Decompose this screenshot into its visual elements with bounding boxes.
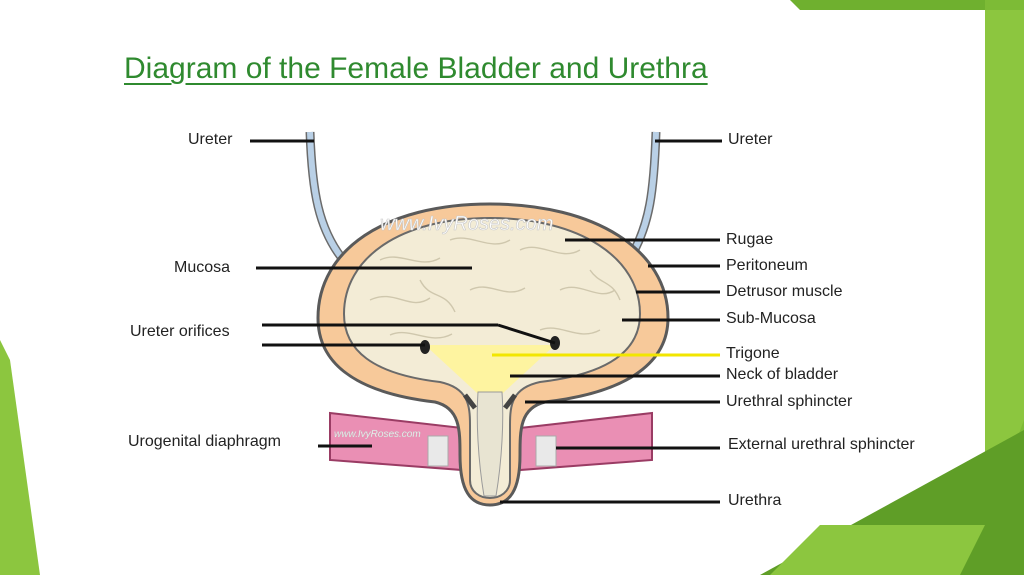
label-sub-mucosa: Sub-Mucosa — [726, 310, 816, 327]
label-detrusor-muscle: Detrusor muscle — [726, 283, 843, 300]
label-external-urethral-sphincter: External urethral sphincter — [728, 436, 915, 453]
label-ureter-orifices: Ureter orifices — [130, 323, 230, 340]
trigone-region — [425, 345, 555, 405]
internal-sphincter-right — [503, 393, 517, 410]
label-trigone: Trigone — [726, 345, 780, 362]
leader-lines — [250, 139, 722, 504]
label-ureter-right: Ureter — [728, 131, 773, 148]
ureter-orifice-left — [420, 340, 430, 354]
label-rugae: Rugae — [726, 231, 774, 248]
green-strip-left — [0, 340, 40, 575]
rugae-folds — [369, 237, 621, 339]
page-title: Diagram of the Female Bladder and Urethr… — [124, 52, 708, 85]
label-peritoneum: Peritoneum — [726, 257, 808, 274]
label-urethral-sphincter: Urethral sphincter — [726, 393, 853, 410]
left-ureter-fill — [307, 131, 348, 264]
label-mucosa: Mucosa — [174, 259, 231, 276]
watermark-main: www.IvyRoses.com — [380, 213, 553, 235]
green-band-top-right — [790, 0, 1024, 10]
label-urethra: Urethra — [728, 492, 782, 509]
label-urogenital-diaphragm: Urogenital diaphragm — [128, 433, 281, 450]
green-strip-bottom — [770, 525, 985, 575]
green-triangle-right — [900, 10, 1024, 525]
label-neck-of-bladder: Neck of bladder — [726, 366, 839, 383]
label-ureter-left: Ureter — [188, 131, 233, 148]
watermark-small: www.IvyRoses.com — [334, 429, 421, 440]
internal-sphincter-left — [463, 393, 477, 410]
urethra-lumen — [476, 391, 504, 497]
diaphragm-left-sphincter — [427, 435, 449, 467]
diaphragm-right-sphincter — [535, 435, 557, 467]
